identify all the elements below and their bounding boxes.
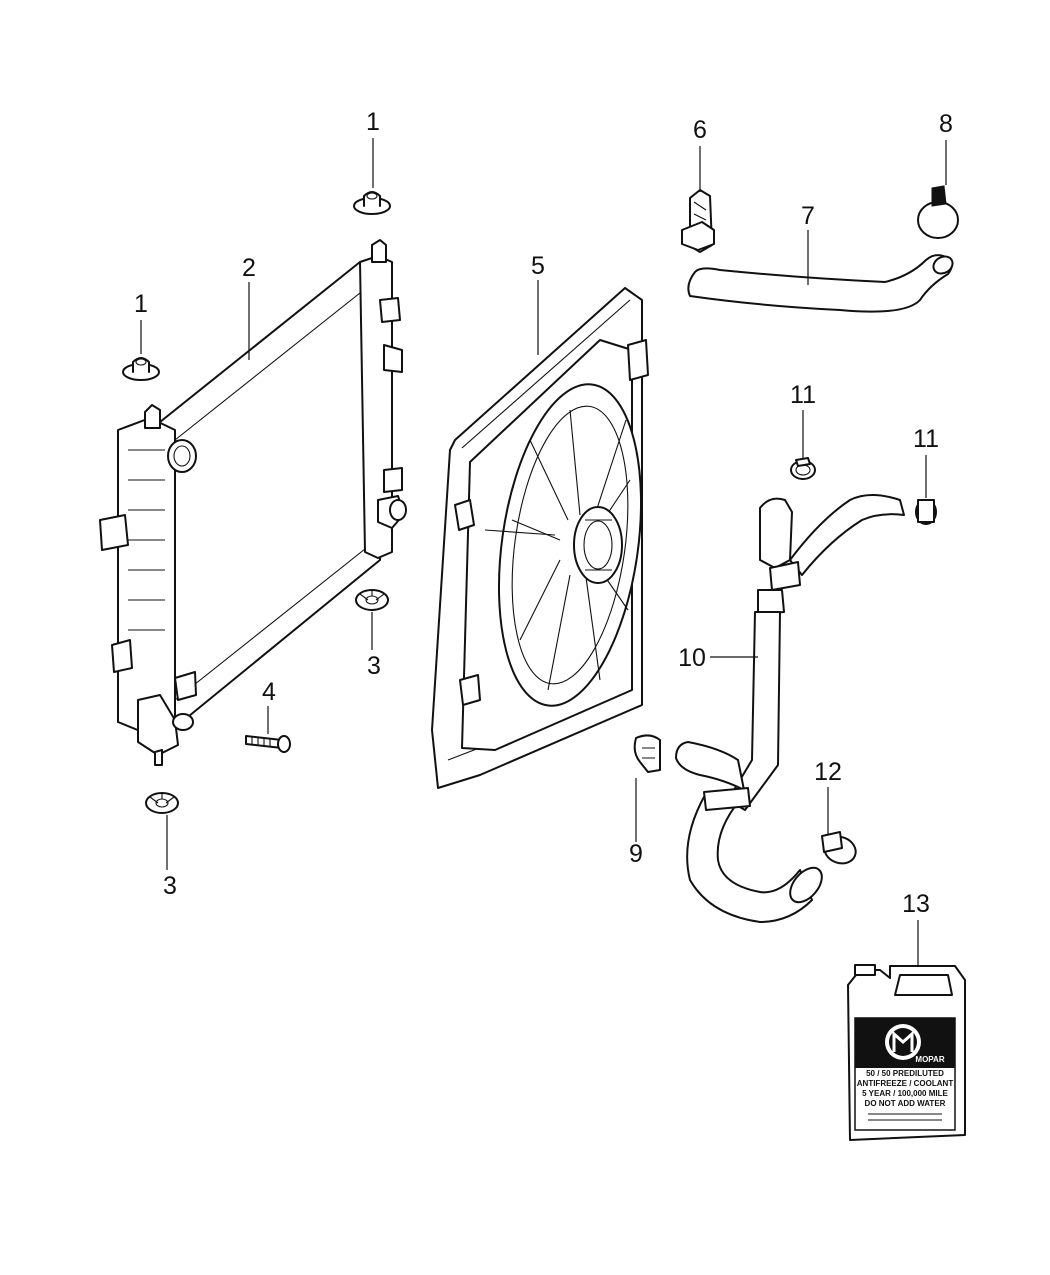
callout-12: 12 xyxy=(814,758,842,786)
callout-8: 8 xyxy=(939,110,953,138)
callout-9: 9 xyxy=(629,840,643,868)
fan-shroud-assembly xyxy=(431,287,649,789)
callout-11-left: 11 xyxy=(790,381,816,409)
coolant-label-line3: 5 YEAR / 100,000 MILE xyxy=(862,1089,948,1098)
callout-1-left: 1 xyxy=(134,290,148,318)
drain-cock xyxy=(245,735,291,753)
coolant-label-line4: DO NOT ADD WATER xyxy=(865,1099,946,1108)
callout-11-right: 11 xyxy=(913,425,939,453)
upper-isolator-left xyxy=(122,357,160,381)
callout-3-left: 3 xyxy=(163,872,177,900)
lower-isolator-right xyxy=(355,589,389,611)
radiator xyxy=(99,239,407,766)
coolant-brand-text: MOPAR xyxy=(915,1055,944,1064)
hose-clamp-9 xyxy=(633,734,661,773)
hose-clamp-11-right xyxy=(915,499,937,525)
coolant-jug: MOPAR 50 / 50 PREDILUTED ANTIFREEZE / CO… xyxy=(847,964,966,1141)
upper-radiator-hose xyxy=(687,254,954,313)
callout-2: 2 xyxy=(242,254,256,282)
hose-clamp-12 xyxy=(821,831,857,865)
upper-isolator-right xyxy=(353,191,391,215)
lower-isolator-left xyxy=(145,792,179,814)
coolant-label-line2: ANTIFREEZE / COOLANT xyxy=(857,1079,954,1088)
callouts: 1 1 2 3 3 4 5 6 7 8 9 10 11 11 12 13 xyxy=(134,108,953,918)
coolant-label-line1: 50 / 50 PREDILUTED xyxy=(866,1069,944,1078)
callout-10: 10 xyxy=(678,644,706,672)
callout-1-upper: 1 xyxy=(366,108,380,136)
callout-13: 13 xyxy=(902,890,930,918)
callout-3-right: 3 xyxy=(367,652,381,680)
leader-lines xyxy=(140,138,947,966)
hose-clamp-upper xyxy=(681,189,715,253)
callout-4: 4 xyxy=(262,678,276,706)
callout-5: 5 xyxy=(531,252,545,280)
hose-clamp-ring xyxy=(917,185,959,239)
callout-6: 6 xyxy=(693,116,707,144)
hose-clamp-11-left xyxy=(790,457,816,480)
lower-radiator-hose-assembly xyxy=(675,494,905,923)
callout-7: 7 xyxy=(801,202,815,230)
